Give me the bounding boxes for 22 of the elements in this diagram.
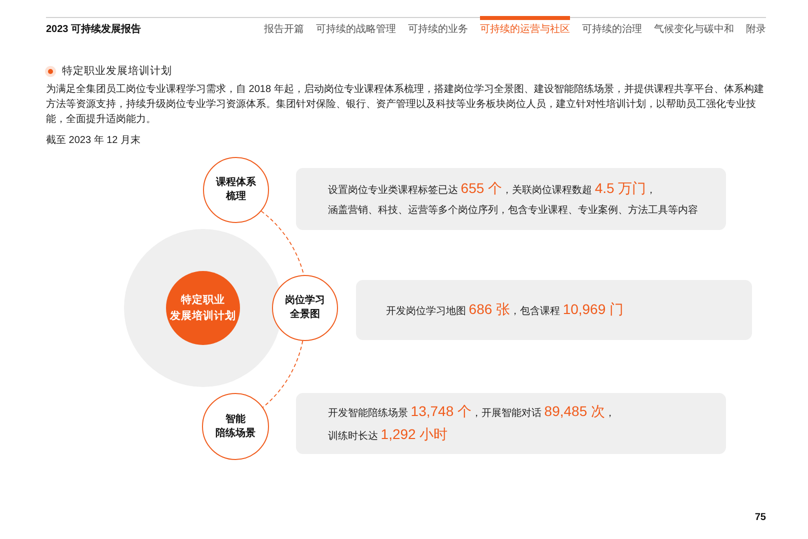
section-heading: 特定职业发展培训计划 bbox=[62, 64, 172, 78]
circle-label: 课程体系梳理 bbox=[216, 176, 256, 204]
date-note: 截至 2023 年 12 月末 bbox=[46, 134, 140, 148]
panel-text: 开发智能陪练场景 13,748 个，开展智能对话 89,485 次，训练时长达 1,292 小时 bbox=[328, 402, 615, 444]
panel-text: 开发岗位学习地图 686 张，包含课程 10,969 门 bbox=[386, 300, 624, 318]
nav-label: 报告开篇 bbox=[264, 24, 304, 36]
report-title: 2023 可持续发展报告 bbox=[46, 24, 142, 36]
nav-label: 气候变化与碳中和 bbox=[654, 24, 734, 36]
dashed-connector bbox=[260, 210, 304, 276]
nav-label: 可持续的治理 bbox=[582, 24, 642, 36]
nav-label: 附录 bbox=[746, 24, 766, 36]
nav-label: 可持续的业务 bbox=[408, 24, 468, 36]
dashed-connector bbox=[262, 340, 304, 408]
circle-label: 岗位学习全景图 bbox=[285, 294, 325, 322]
body-paragraph: 为满足全集团员工岗位专业课程学习需求，自 2018 年起，启动岗位专业课程体系梳理，搭建岗位学习全景图、建设智能陪练场景，并提供课程共享平台、体系构建方法等资源支持，持续升级岗位专业学习资源体系。集团针对保险、银行、资产管理以及科技等业务板块岗位人员，建立针对性培训计划，以帮助员工强化专业技能，全面提升适岗能力。 bbox=[46, 82, 765, 127]
panel-text: 设置岗位专业类课程标签已达 655 个，关联岗位课程数超 4.5 万门，涵盖营销、科技、运营等多个岗位序列，包含专业课程、专业案例、方法工具等内容 bbox=[328, 178, 698, 218]
circle-label: 特定职业发展培训计划 bbox=[170, 292, 236, 324]
circle-label: 智能陪练场景 bbox=[216, 412, 256, 440]
active-nav-tab: 可持续的运营与社区 bbox=[480, 16, 570, 37]
page-number: 75 bbox=[754, 512, 766, 524]
nav-label: 可持续的战略管理 bbox=[316, 24, 396, 36]
topic-circle bbox=[272, 275, 338, 341]
